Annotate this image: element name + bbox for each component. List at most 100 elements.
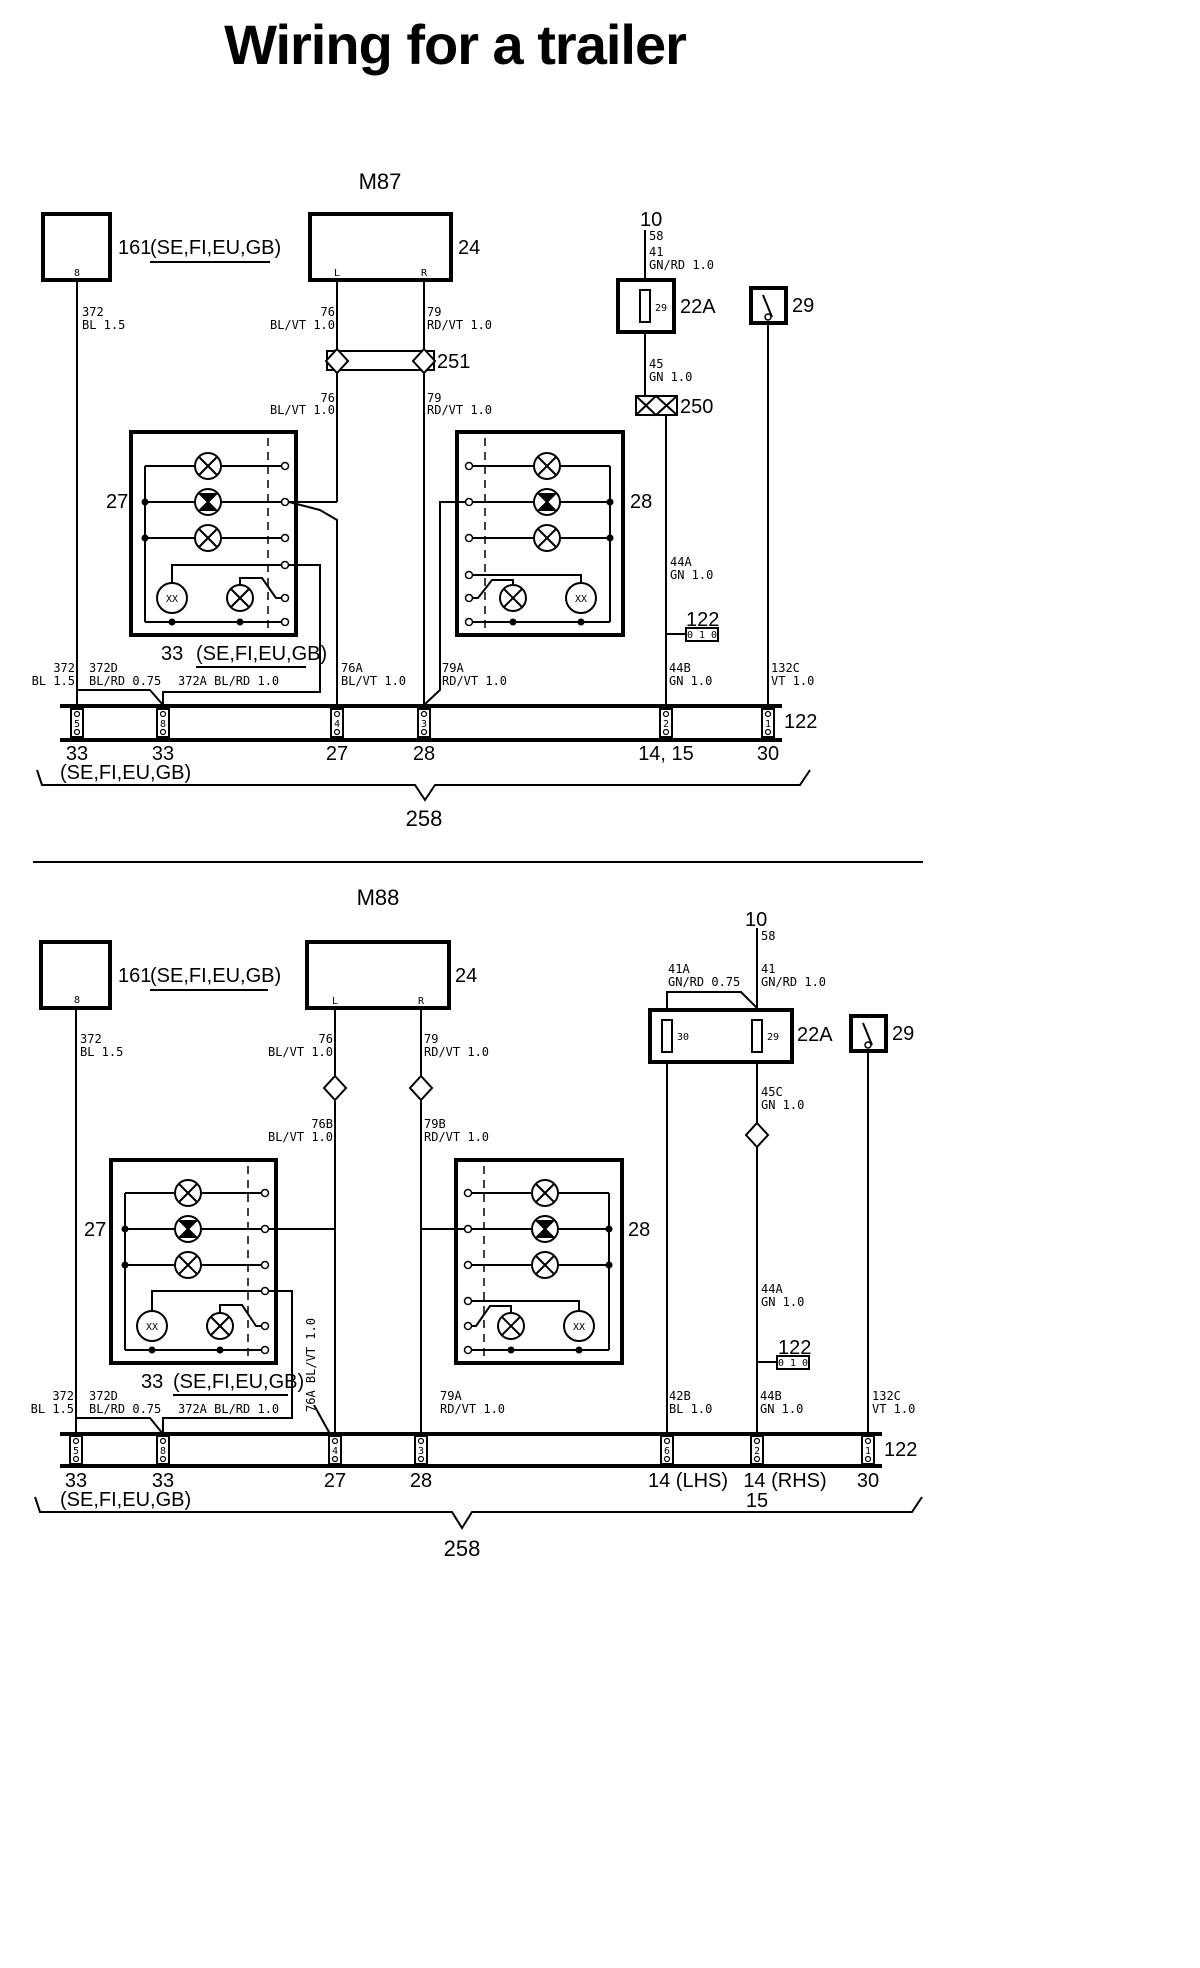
m87-feed-58: 58 [649,229,663,243]
m88-wl372a: 372A BL/RD 1.0 [178,1402,279,1416]
m88-24-pin-r: R [418,996,425,1007]
m87-sw29-label: 29 [792,295,814,317]
m87-w76-spec: BL/VT 1.0 [270,318,335,332]
m88-w45c-spec: GN 1.0 [761,1098,804,1112]
m88-pinlabel-3: 28 [410,1470,432,1492]
m88-wl372-num: 372 [52,1389,74,1403]
m88-lamp28-label: 28 [628,1219,650,1241]
m87-pinlabel-0: 33 [66,743,88,765]
m87-24-pin-r: R [421,268,428,279]
m88-fuse-box-22a [648,1008,794,1064]
m87-section: M87 8 161 (SE,FI,EU,GB) L R 24 372 BL 1.… [32,169,818,831]
m88-lamp27-label: 27 [84,1219,106,1241]
m88-w76b-num: 76B [311,1117,333,1131]
m88-pin-5: 5 [73,1446,79,1457]
m88-w45c-num: 45C [761,1085,783,1099]
m87-pinlabel-1: 33 [152,743,174,765]
m87-pinlabel-3: 28 [413,743,435,765]
m88-w41a-spec: GN/RD 0.75 [668,975,740,989]
m87-xx-right: XX [575,594,587,605]
m87-wl372-num: 372 [53,661,75,675]
m88-15-label: 15 [746,1490,768,1512]
m87-connector-250 [635,395,678,416]
m87-122-label: 122 [784,711,817,733]
m88-122-top-label: 122 [778,1337,811,1359]
m87-161-label: 161 [118,237,151,259]
m88-fuse22a-label: 22A [797,1024,833,1046]
m88-161-pin: 8 [74,995,80,1006]
m87-fuse29-label: 29 [655,303,667,314]
m87-feed-10: 10 [640,209,662,231]
m88-wl372d-spec: BL/RD 0.75 [89,1402,161,1416]
m87-24-label: 24 [458,237,480,259]
m88-w372-spec: BL 1.5 [80,1045,123,1059]
m88-sw29-label: 29 [892,1023,914,1045]
m88-pin-2: 2 [754,1446,760,1457]
m87-33-markets: (SE,FI,EU,GB) [196,643,327,665]
m87-w45-num: 45 [649,357,663,371]
m88-w79-num: 79 [424,1032,438,1046]
m88-122-small-pins: 0 1 0 [778,1358,808,1369]
m87-fuse-29 [639,289,651,323]
m88-pinlabel-5: 14 (RHS) [743,1470,826,1492]
m88-heading: M88 [357,885,400,910]
m88-122-label: 122 [884,1439,917,1461]
m88-w79b-spec: RD/VT 1.0 [424,1130,489,1144]
m87-250-label: 250 [680,396,713,418]
m88-pin-6: 6 [664,1446,670,1457]
m88-w44a-spec: GN 1.0 [761,1295,804,1309]
m88-feed-10: 10 [745,909,767,931]
m88-wl132c-spec: VT 1.0 [872,1402,915,1416]
m87-24-pin-l: L [334,268,340,279]
m87-w76-num: 76 [321,305,335,319]
m87-wl372d-spec: BL/RD 0.75 [89,674,161,688]
m87-251-label: 251 [437,351,470,373]
m88-wl44b-spec: GN 1.0 [760,1402,803,1416]
m88-wl42b-spec: BL 1.0 [669,1402,712,1416]
m87-pinlabel-5: 30 [757,743,779,765]
m88-lamp-unit-27 [109,1158,278,1365]
m88-161-markets: (SE,FI,EU,GB) [150,965,281,987]
m88-wl79a-num: 79A [440,1389,462,1403]
m88-pin-4: 4 [332,1446,338,1457]
m87-wl79a-num: 79A [442,661,464,675]
m88-pinlabel-1: 33 [152,1470,174,1492]
m87-pin-3: 3 [421,719,427,730]
m88-bottom-markets: (SE,FI,EU,GB) [60,1489,191,1511]
m87-w41-spec: GN/RD 1.0 [649,258,714,272]
m87-lamp-unit-27 [129,430,298,637]
m88-wl76a: 76A BL/VT 1.0 [304,1318,318,1412]
m88-33-markets: (SE,FI,EU,GB) [173,1371,304,1393]
m88-section: M88 8 161 (SE,FI,EU,GB) L R 24 372 BL 1.… [31,885,923,1561]
m88-pin-3: 3 [418,1446,424,1457]
m88-fuse-29 [751,1019,763,1053]
m87-33-label: 33 [161,643,183,665]
m88-wl132c-num: 132C [872,1389,901,1403]
m88-w41-num: 41 [761,962,775,976]
m88-pinlabel-0: 33 [65,1470,87,1492]
m88-w76-spec: BL/VT 1.0 [268,1045,333,1059]
m87-w44a-num: 44A [670,555,692,569]
page-title: Wiring for a trailer [224,13,686,76]
m88-pinlabel-6: 30 [857,1470,879,1492]
m87-wl44b-num: 44B [669,661,691,675]
m87-w76b-spec: BL/VT 1.0 [270,403,335,417]
m87-122-top-label: 122 [686,609,719,631]
m87-w372-spec: BL 1.5 [82,318,125,332]
m87-wl44b-spec: GN 1.0 [669,674,712,688]
m88-w76-num: 76 [319,1032,333,1046]
m88-w76b-spec: BL/VT 1.0 [268,1130,333,1144]
m87-258-label: 258 [406,806,443,831]
m87-wl372-spec: BL 1.5 [32,674,75,688]
m88-pin-8: 8 [160,1446,166,1457]
m88-lamp-unit-28 [454,1158,624,1365]
m88-module-24 [305,940,451,1010]
m87-heading: M87 [359,169,402,194]
m87-pin-5: 5 [74,719,80,730]
m87-w41-num: 41 [649,245,663,259]
m87-w45-spec: GN 1.0 [649,370,692,384]
m87-pinlabel-2: 27 [326,743,348,765]
m87-pin-8: 8 [160,719,166,730]
m88-pinlabel-2: 27 [324,1470,346,1492]
